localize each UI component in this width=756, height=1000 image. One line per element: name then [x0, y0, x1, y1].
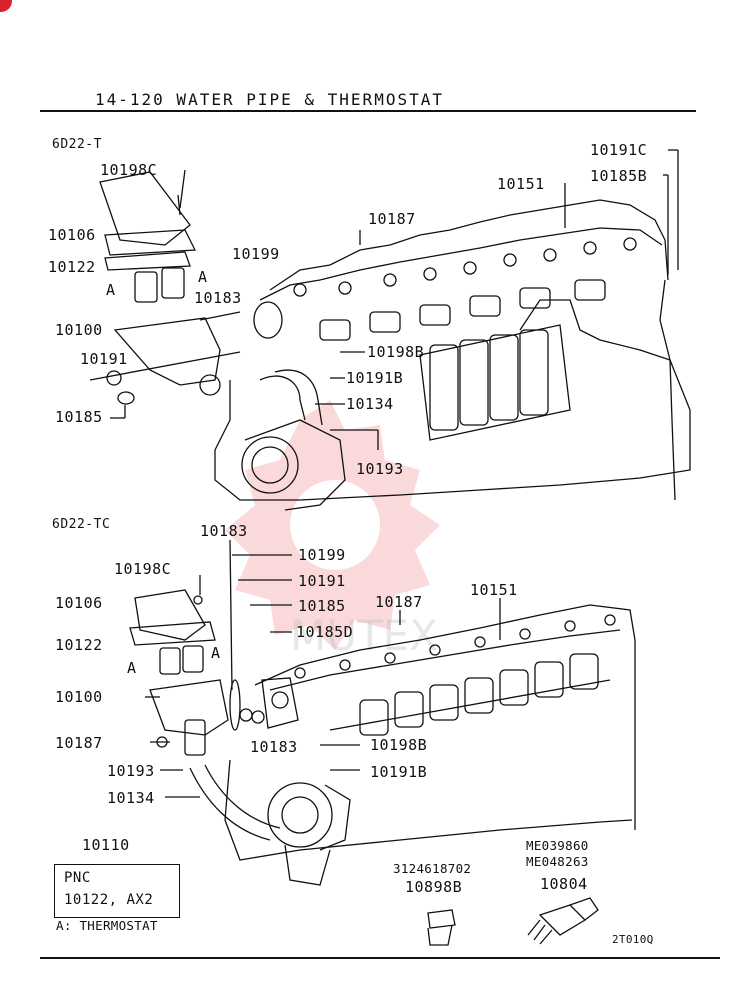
- part-label-10151-top: 10151: [497, 175, 545, 193]
- part-label-10191-bottom: 10191: [298, 572, 346, 590]
- pnc-line2: 10122, AX2: [64, 892, 154, 908]
- part-label-10185d: 10185D: [296, 623, 354, 641]
- part-label-10198c: 10198C: [100, 161, 158, 179]
- part-label-10191: 10191: [80, 350, 128, 368]
- part-label-10199: 10199: [232, 245, 280, 263]
- part-label-10122: 10122: [48, 258, 96, 276]
- thermostat-mark-a-left-bottom: A: [127, 659, 137, 677]
- loose-parts: [427, 897, 599, 946]
- part-label-10151-bottom: 10151: [470, 581, 518, 599]
- plug-part-number: 3124618702: [393, 861, 472, 876]
- part-label-10191c: 10191C: [590, 141, 648, 159]
- part-label-10185: 10185: [55, 408, 103, 426]
- thermostat-mark-a-right-bottom: A: [211, 644, 221, 662]
- pnc-box: [54, 864, 180, 918]
- model-label-6d22-t: 6D22-T: [52, 137, 102, 152]
- part-label-10187-bottom-a: 10187: [375, 593, 423, 611]
- sensor-part-number-1: ME039860: [526, 838, 589, 853]
- part-label-10804: 10804: [540, 875, 588, 893]
- pnc-line1: PNC: [64, 870, 91, 886]
- part-label-10122-bottom: 10122: [55, 636, 103, 654]
- part-label-10185b: 10185B: [590, 167, 648, 185]
- part-label-10198b-bottom: 10198B: [370, 736, 428, 754]
- part-label-10198c-bottom: 10198C: [114, 560, 172, 578]
- part-label-10106: 10106: [48, 226, 96, 244]
- part-label-10134-top: 10134: [346, 395, 394, 413]
- watermark-logo: [225, 400, 440, 650]
- bottom-rule: [40, 957, 720, 959]
- page-title: 14-120 WATER PIPE & THERMOSTAT: [95, 90, 444, 109]
- diagram-code: 2T010Q: [612, 933, 654, 946]
- model-label-6d22-tc: 6D22-TC: [52, 517, 111, 532]
- part-label-10193-top: 10193: [356, 460, 404, 478]
- part-label-10191b-top: 10191B: [346, 369, 404, 387]
- watermark-text: MUTEX: [290, 611, 438, 660]
- part-label-10191b-bottom: 10191B: [370, 763, 428, 781]
- sensor-part-number-2: ME048263: [526, 854, 589, 869]
- part-label-10183-top: 10183: [194, 289, 242, 307]
- part-label-10100-bottom: 10100: [55, 688, 103, 706]
- part-label-10183-bottom-b: 10183: [250, 738, 298, 756]
- part-label-10198b-top: 10198B: [367, 343, 425, 361]
- thermostat-mark-a-right: A: [198, 268, 208, 286]
- part-label-10183-bottom-a: 10183: [200, 522, 248, 540]
- part-label-10134-bottom: 10134: [107, 789, 155, 807]
- title-rule: [40, 110, 696, 112]
- part-label-10898b: 10898B: [405, 878, 463, 896]
- part-label-10187-top: 10187: [368, 210, 416, 228]
- pnc-ref-label: 10110: [82, 836, 130, 854]
- thermostat-note: A: THERMOSTAT: [56, 918, 158, 933]
- part-label-10193-bottom: 10193: [107, 762, 155, 780]
- part-label-10106-bottom: 10106: [55, 594, 103, 612]
- part-label-10185-bottom: 10185: [298, 597, 346, 615]
- thermostat-mark-a-left: A: [106, 281, 116, 299]
- part-label-10187-bottom-b: 10187: [55, 734, 103, 752]
- part-label-10199-bottom: 10199: [298, 546, 346, 564]
- part-label-10100: 10100: [55, 321, 103, 339]
